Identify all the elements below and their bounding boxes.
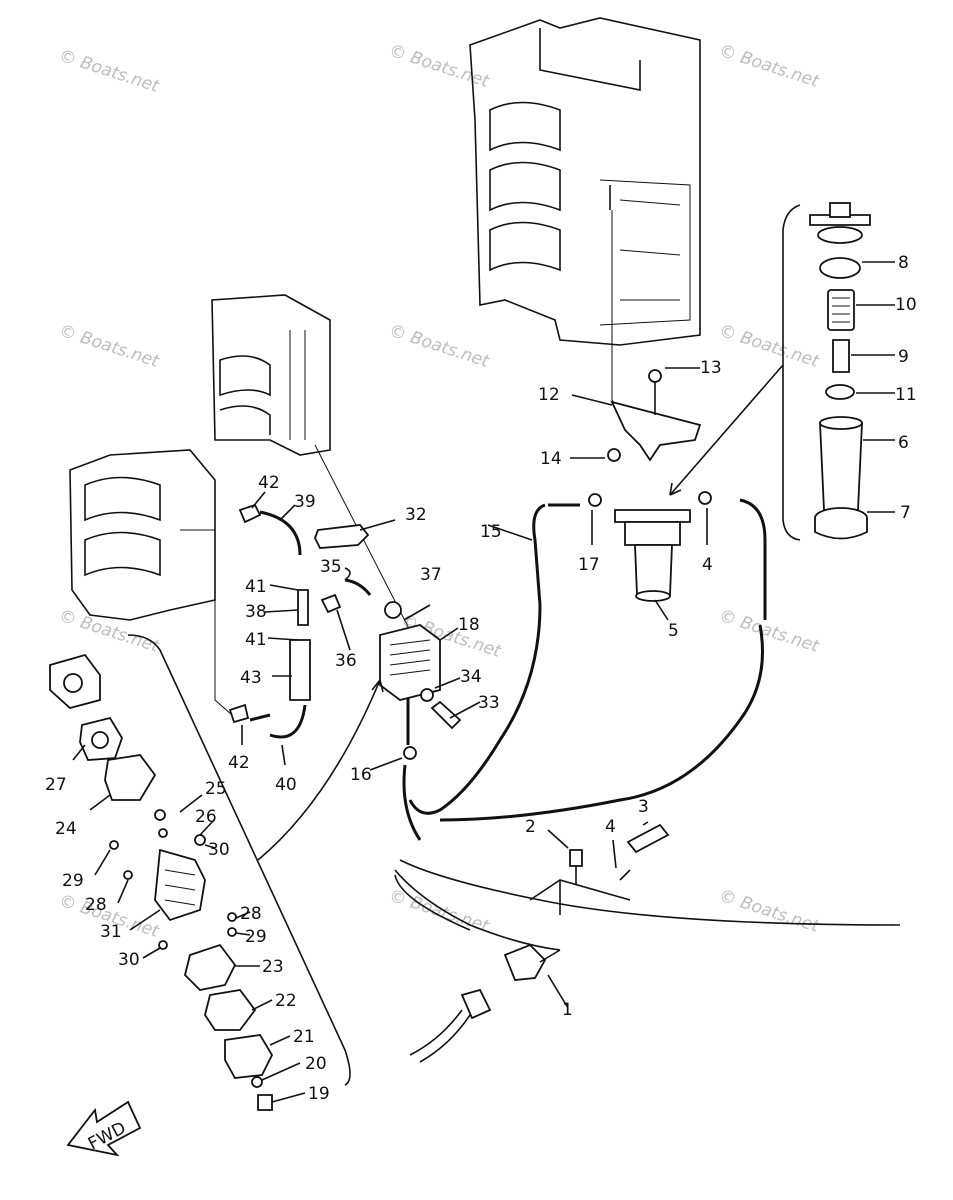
fuel-hoses: [369, 491, 767, 841]
watermarks: © Boats.net © Boats.net © Boats.net © Bo…: [56, 41, 822, 942]
callout-4: 4: [605, 817, 616, 837]
callout-11: 11: [895, 385, 917, 405]
callout-13: 13: [700, 358, 722, 378]
callout-20: 20: [305, 1054, 327, 1074]
callout-labels: 1 2 3 4 4 5 6 7 8 9 10 11 12 13 14 15 16…: [45, 253, 917, 1104]
pump-exploded-parts: [49, 634, 384, 1111]
watermark: © Boats.net: [716, 886, 822, 937]
engine-block-drawing: [469, 17, 701, 461]
filter-group-bracket: [782, 204, 801, 541]
callout-29: 29: [62, 871, 84, 891]
callout-18: 18: [458, 615, 480, 635]
callout-43: 43: [240, 668, 262, 688]
callout-4: 4: [702, 555, 713, 575]
watermark: © Boats.net: [56, 321, 162, 372]
filter-parts: [809, 202, 895, 540]
callout-29: 29: [245, 927, 267, 947]
fuel-filter-assembly: [614, 509, 691, 621]
forward-direction-arrow: FWD: [66, 1100, 142, 1157]
callout-7: 7: [900, 503, 911, 523]
callout-42: 42: [258, 473, 280, 493]
callout-12: 12: [538, 385, 560, 405]
callout-30: 30: [208, 840, 230, 860]
callout-27: 27: [45, 775, 67, 795]
callout-21: 21: [293, 1027, 315, 1047]
callout-15: 15: [480, 522, 502, 542]
callout-31: 31: [100, 922, 122, 942]
callout-32: 32: [405, 505, 427, 525]
filter-bracket: [570, 367, 702, 462]
callout-23: 23: [262, 957, 284, 977]
callout-30: 30: [118, 950, 140, 970]
gasket-and-fittings: [314, 519, 396, 651]
callout-1: 1: [562, 1000, 573, 1020]
hose-joint-assembly: [228, 491, 311, 766]
watermark: © Boats.net: [716, 321, 822, 372]
watermark: © Boats.net: [56, 46, 162, 97]
callout-36: 36: [335, 651, 357, 671]
callout-33: 33: [478, 693, 500, 713]
upper-block-drawing: [211, 294, 421, 651]
callout-2: 2: [525, 817, 536, 837]
callout-34: 34: [460, 667, 482, 687]
callout-28: 28: [85, 895, 107, 915]
callout-17: 17: [578, 555, 600, 575]
filter-group-arrow: [669, 364, 784, 496]
callout-24: 24: [55, 819, 77, 839]
watermark: © Boats.net: [386, 321, 492, 372]
callout-40: 40: [275, 775, 297, 795]
callout-42: 42: [228, 753, 250, 773]
callout-16: 16: [350, 765, 372, 785]
watermark: © Boats.net: [386, 41, 492, 92]
callout-39: 39: [294, 492, 316, 512]
callout-19: 19: [308, 1084, 330, 1104]
callout-38: 38: [245, 602, 267, 622]
callout-5: 5: [668, 621, 679, 641]
callout-26: 26: [195, 807, 217, 827]
callout-3: 3: [638, 797, 649, 817]
callout-14: 14: [540, 449, 562, 469]
watermark: © Boats.net: [716, 606, 822, 657]
watermark: © Boats.net: [56, 606, 162, 657]
callout-28: 28: [240, 904, 262, 924]
callout-8: 8: [898, 253, 909, 273]
callout-9: 9: [898, 347, 909, 367]
callout-41: 41: [245, 630, 267, 650]
callout-22: 22: [275, 991, 297, 1011]
fuel-pump-assembly: [379, 601, 481, 730]
callout-10: 10: [895, 295, 917, 315]
callout-41: 41: [245, 577, 267, 597]
callout-37: 37: [420, 565, 442, 585]
callout-6: 6: [898, 433, 909, 453]
callout-25: 25: [205, 779, 227, 799]
watermark: © Boats.net: [386, 886, 492, 937]
lower-block-drawing: [69, 449, 233, 716]
watermark: © Boats.net: [716, 41, 822, 92]
callout-35: 35: [320, 557, 342, 577]
hull-and-connector: [394, 821, 901, 1063]
